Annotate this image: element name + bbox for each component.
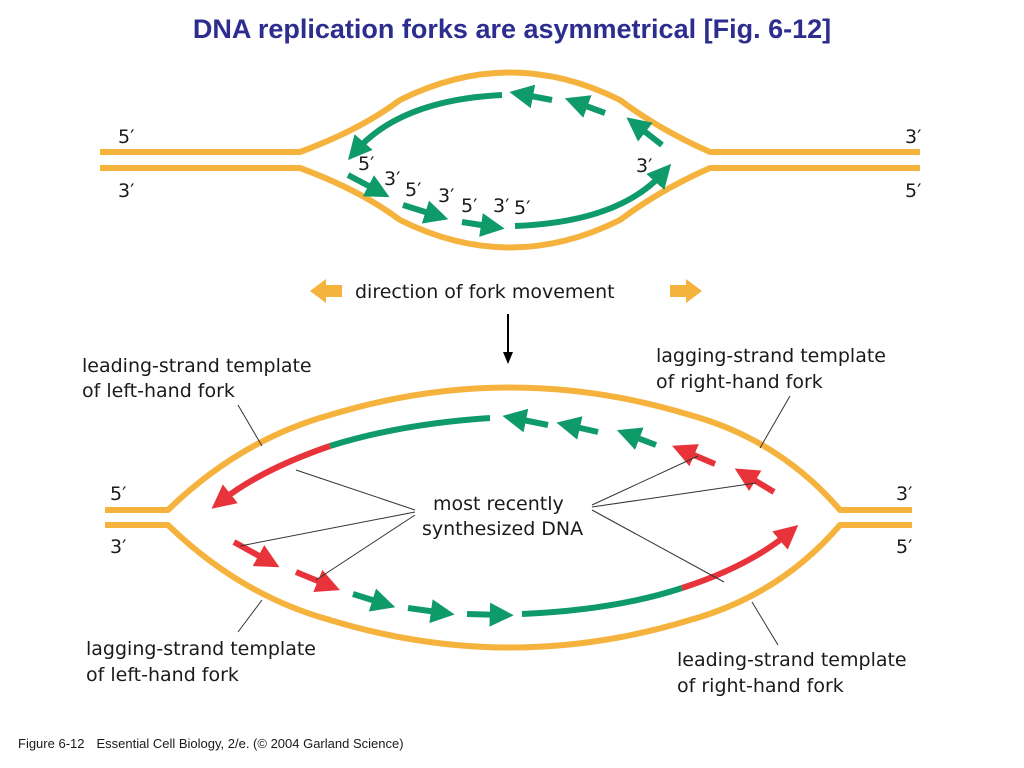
top-okazaki-fragment — [346, 172, 390, 198]
top-left-top-end: 5′ — [118, 126, 134, 148]
bottom-replication-bubble: 5′ 3′ 3′ 5′ leading-strand template of l… — [82, 345, 912, 697]
top-left-bottom-end: 3′ — [118, 180, 134, 202]
top-template-upper — [100, 69, 920, 155]
label-recent-line1: most recently — [433, 493, 564, 515]
direction-indicator: direction of fork movement — [310, 279, 702, 364]
label-leading-right-line2: of right-hand fork — [677, 675, 844, 697]
bottom-template-upper — [105, 384, 912, 513]
okazaki-fragment-green — [556, 416, 599, 440]
bottom-template-lower — [105, 522, 912, 651]
fragment-end-label: 3′ — [636, 155, 652, 177]
fragment-end-label: 3′ — [493, 195, 509, 217]
down-arrow-head — [503, 352, 513, 364]
top-leading-strand-left — [347, 92, 503, 161]
top-okazaki-fragment — [509, 84, 553, 109]
okazaki-fragment-green — [502, 408, 549, 433]
label-lagging-right-line2: of right-hand fork — [656, 371, 823, 393]
slide-title: DNA replication forks are asymmetrical [… — [192, 14, 832, 44]
top-okazaki-fragment — [626, 117, 664, 148]
fragment-end-label: 5′ — [514, 197, 530, 219]
okazaki-fragment-green — [352, 588, 396, 612]
fragment-end-label: 3′ — [438, 185, 454, 207]
fragment-end-label: 5′ — [405, 179, 421, 201]
fragment-end-label: 3′ — [384, 168, 400, 190]
okazaki-fragment-red — [734, 468, 776, 495]
top-leading-strand-right — [514, 163, 672, 229]
okazaki-fragment-green — [407, 599, 455, 624]
top-okazaki-fragment — [564, 95, 607, 118]
right-direction-arrow-icon — [670, 279, 702, 303]
top-okazaki-fragment — [402, 200, 449, 224]
fragment-end-label: 5′ — [358, 153, 374, 175]
label-leading-left-line2: of left-hand fork — [82, 380, 235, 402]
bottom-right-bottom-end: 5′ — [896, 536, 912, 558]
label-lagging-left-line2: of left-hand fork — [86, 664, 239, 686]
okazaki-fragment-green — [466, 602, 514, 627]
bottom-right-top-end: 3′ — [896, 483, 912, 505]
top-right-bottom-end: 5′ — [905, 180, 921, 202]
figure-source: Essential Cell Biology, 2/e. (© 2004 Gar… — [96, 736, 404, 751]
fragment-end-label: 5′ — [461, 195, 477, 217]
top-right-top-end: 3′ — [905, 126, 921, 148]
top-okazaki-fragment — [461, 213, 505, 237]
figure-number: Figure 6-12 — [18, 736, 85, 751]
bottom-left-top-end: 5′ — [110, 483, 126, 505]
leading-strand-left-green — [329, 415, 491, 449]
top-replication-bubble: 5′ 3′ 3′ 5′ 5′ 3′ 5′ 3′ 5′ 3′ 5′ 3′ — [100, 69, 921, 251]
okazaki-fragment-green — [616, 427, 658, 450]
left-direction-arrow-icon — [310, 279, 342, 303]
top-template-lower — [100, 165, 920, 251]
leading-strand-left-red — [211, 443, 331, 509]
label-recent-line2: synthesized DNA — [422, 518, 583, 540]
label-leading-left-line1: leading-strand template — [82, 355, 312, 377]
leading-strand-right-green — [521, 585, 683, 617]
okazaki-fragment-red — [294, 569, 340, 593]
label-lagging-right-line1: lagging-strand template — [656, 345, 886, 367]
direction-label: direction of fork movement — [355, 281, 615, 303]
label-leading-right-line1: leading-strand template — [677, 649, 907, 671]
bottom-left-bottom-end: 3′ — [110, 536, 126, 558]
okazaki-fragment-red — [672, 444, 717, 467]
pointer-lines — [237, 395, 791, 646]
okazaki-fragment-red — [232, 539, 280, 568]
label-lagging-left-line1: lagging-strand template — [86, 638, 316, 660]
figure-caption: Figure 6-12 Essential Cell Biology, 2/e. … — [18, 736, 404, 751]
leading-strand-right-red — [681, 525, 799, 591]
